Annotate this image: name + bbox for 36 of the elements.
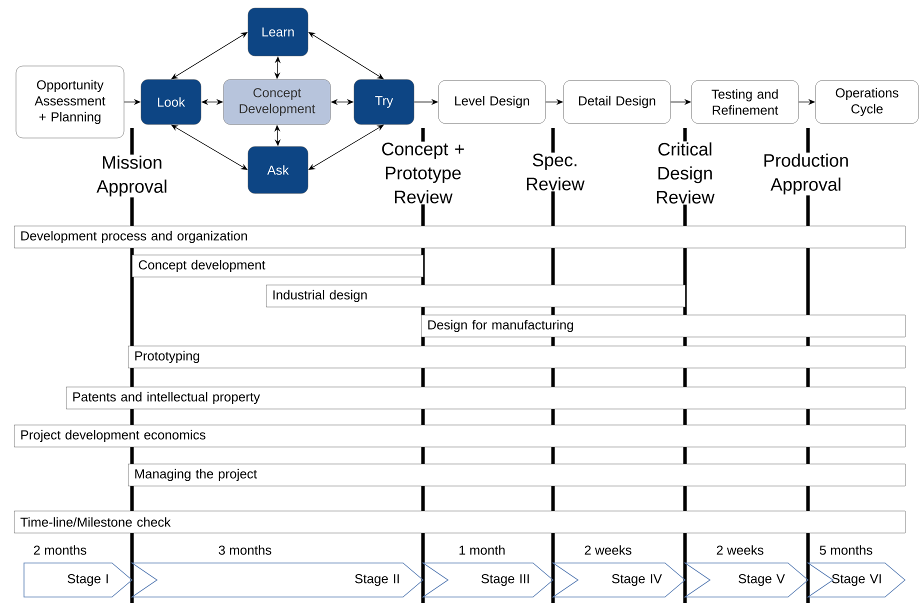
activity-bar: Industrial design [266,284,686,308]
duration-label: 3 months [218,545,272,555]
stage-box: Stage IV [552,562,686,598]
duration-label: 2 weeks [584,545,632,555]
activity-bar: Patents and intellectual property [66,386,906,410]
activity-box: Try [354,79,414,125]
stage-box: Stage V [684,562,809,598]
duration-label: 5 months [820,545,872,555]
activity-box: Learn [248,8,308,56]
activity-bar: Concept development [132,254,424,278]
milestone-label: Critical Design Review [644,141,726,205]
process-box: Opportunity Assessment + Planning [16,66,124,138]
process-box: Operations Cycle [815,80,919,124]
activity-bar: Development process and organization [14,226,906,248]
milestone-label: Concept + Prototype Review [372,142,474,204]
stage-box: Stage I [24,562,133,598]
milestone-label: Production Approval [750,152,862,196]
stage-box: Stage VI [806,562,906,598]
activity-bar: Managing the project [128,464,906,486]
duration-label: 2 months [34,545,86,555]
activity-bar: Time-line/Milestone check [14,510,906,534]
milestone-label: Mission Approval [86,154,178,198]
stage-box: Stage II [130,562,424,598]
activity-bar: Project development economics [14,424,906,448]
stage-box: Stage III [422,562,554,598]
concept-box: Concept Development [223,79,331,125]
milestone-label: Spec. Review [514,152,596,192]
process-box: Testing and Refinement [691,80,799,124]
duration-label: 1 month [460,545,505,555]
process-box: Level Design [438,80,546,124]
activity-box: Ask [248,146,308,194]
activity-bar: Design for manufacturing [421,314,906,338]
activity-box: Look [140,79,202,125]
duration-label: 2 weeks [716,545,764,555]
activity-bar: Prototyping [128,346,906,368]
process-box: Detail Design [563,80,671,124]
